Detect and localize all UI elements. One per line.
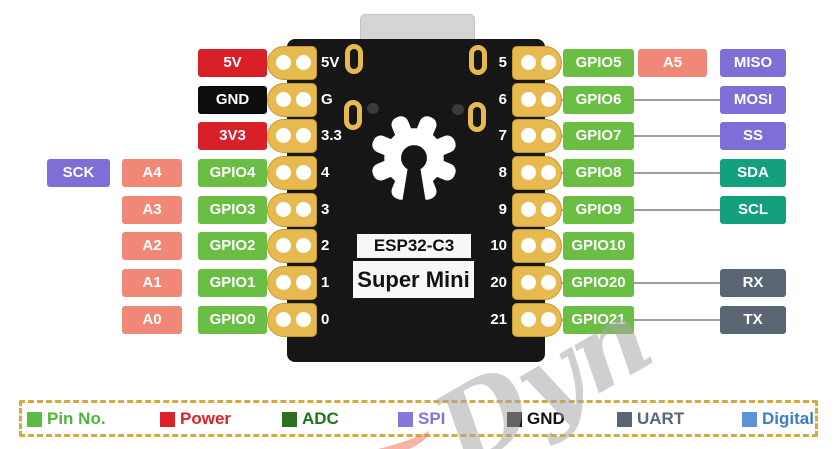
- silk-label-10: 10: [490, 237, 507, 254]
- legend-swatch-digital: [742, 411, 757, 427]
- pin-badge-gpio6: GPIO6: [563, 86, 634, 114]
- legend-swatch-spi: [398, 411, 413, 427]
- pin-badge-gpio21: GPIO21: [563, 306, 634, 334]
- board-title-line2: Super Mini: [353, 261, 474, 298]
- silk-label-0: 0: [321, 311, 330, 328]
- silk-label-8: 8: [498, 164, 507, 181]
- pin-badge-gpio1: GPIO1: [198, 269, 267, 297]
- pin-badge-ss: SS: [720, 122, 786, 150]
- pin-pad-gpio20: [512, 266, 562, 300]
- silk-label-7: 7: [498, 127, 507, 144]
- pin-pad-gpio10: [512, 229, 562, 263]
- legend-swatch-adc: [282, 411, 297, 427]
- legend-label-pin-no: Pin No.: [47, 409, 106, 428]
- pin-badge-gpio0: GPIO0: [198, 306, 267, 334]
- silk-label-5v: 5V: [321, 54, 340, 71]
- pin-badge-sck: SCK: [47, 159, 110, 187]
- pin-pad-gpio21: [512, 303, 562, 337]
- pin-badge-5v: 5V: [198, 49, 267, 77]
- pin-pad-gpio5: [512, 46, 562, 80]
- legend-item-spi: SPI: [398, 410, 445, 428]
- legend-label-power: Power: [180, 409, 232, 428]
- pin-badge-3v3: 3V3: [198, 122, 267, 150]
- pin-badge-a1: A1: [122, 269, 182, 297]
- pin-badge-a3: A3: [122, 196, 182, 224]
- pin-badge-a0: A0: [122, 306, 182, 334]
- pin-badge-gpio7: GPIO7: [563, 122, 634, 150]
- pin-badge-miso: MISO: [720, 49, 786, 77]
- open-hardware-gear-icon: [372, 116, 456, 201]
- pin-badge-gpio5: GPIO5: [563, 49, 634, 77]
- silk-label-3: 3: [321, 201, 330, 218]
- pin-badge-gpio3: GPIO3: [198, 196, 267, 224]
- pin-pad-gpio2: [267, 229, 317, 263]
- pin-badge-gpio2: GPIO2: [198, 232, 267, 260]
- silk-label-9: 9: [498, 201, 507, 218]
- silk-label-21: 21: [490, 311, 507, 328]
- silk-label-g: G: [321, 91, 333, 108]
- castellated-pad: [344, 100, 362, 130]
- pin-badge-gpio20: GPIO20: [563, 269, 634, 297]
- legend-swatch-gnd: [507, 411, 522, 427]
- pin-pad-gpio3: [267, 193, 317, 227]
- pin-badge-gpio9: GPIO9: [563, 196, 634, 224]
- pin-badge-gpio8: GPIO8: [563, 159, 634, 187]
- legend-item-power: Power: [160, 410, 231, 428]
- pin-badge-mosi: MOSI: [720, 86, 786, 114]
- silk-label-3v3: 3.3: [321, 127, 342, 144]
- pin-badge-scl: SCL: [720, 196, 786, 224]
- fiducial-dot: [367, 103, 379, 114]
- pin-pad-gpio8: [512, 156, 562, 190]
- legend-item-pin-no: Pin No.: [27, 410, 106, 428]
- legend-label-gnd: GND: [527, 409, 565, 428]
- pin-pad-gpio9: [512, 193, 562, 227]
- pin-pad-gpio1: [267, 266, 317, 300]
- pin-badge-a2: A2: [122, 232, 182, 260]
- board-title-line1: ESP32-C3: [357, 234, 471, 258]
- pin-badge-gpio4: GPIO4: [198, 159, 267, 187]
- legend-swatch-power: [160, 411, 175, 427]
- silk-label-5: 5: [498, 54, 507, 71]
- pin-pad-gnd: [267, 83, 317, 117]
- pin-pad-3v3: [267, 119, 317, 153]
- castellated-pad: [345, 44, 363, 74]
- pin-badge-a5: A5: [638, 49, 707, 77]
- legend-label-uart: UART: [637, 409, 685, 428]
- legend-item-adc: ADC: [282, 410, 339, 428]
- silk-label-6: 6: [498, 91, 507, 108]
- legend-item-gnd: GND: [507, 410, 565, 428]
- fiducial-dot: [452, 104, 464, 115]
- pin-pad-gpio7: [512, 119, 562, 153]
- pin-pad-gpio0: [267, 303, 317, 337]
- legend-box: [19, 400, 818, 437]
- silk-label-1: 1: [321, 274, 330, 291]
- esp32-board: [287, 39, 545, 362]
- legend-item-digital: Digital: [742, 410, 814, 428]
- legend-label-spi: SPI: [418, 409, 446, 428]
- legend-label-digital: Digital: [762, 409, 814, 428]
- legend-swatch-pin-no: [27, 411, 42, 427]
- pin-pad-5v: [267, 46, 317, 80]
- pin-badge-gpio10: GPIO10: [563, 232, 634, 260]
- legend-swatch-uart: [617, 411, 632, 427]
- pin-badge-a4: A4: [122, 159, 182, 187]
- silk-label-2: 2: [321, 237, 330, 254]
- silk-label-20: 20: [490, 274, 507, 291]
- legend-label-adc: ADC: [302, 409, 339, 428]
- silk-label-4: 4: [321, 164, 330, 181]
- pin-badge-sda: SDA: [720, 159, 786, 187]
- pin-pad-gpio4: [267, 156, 317, 190]
- castellated-pad: [468, 102, 486, 132]
- legend-item-uart: UART: [617, 410, 684, 428]
- pin-badge-tx: TX: [720, 306, 786, 334]
- pin-badge-gnd: GND: [198, 86, 267, 114]
- castellated-pad: [469, 45, 487, 75]
- pin-pad-gpio6: [512, 83, 562, 117]
- pin-badge-rx: RX: [720, 269, 786, 297]
